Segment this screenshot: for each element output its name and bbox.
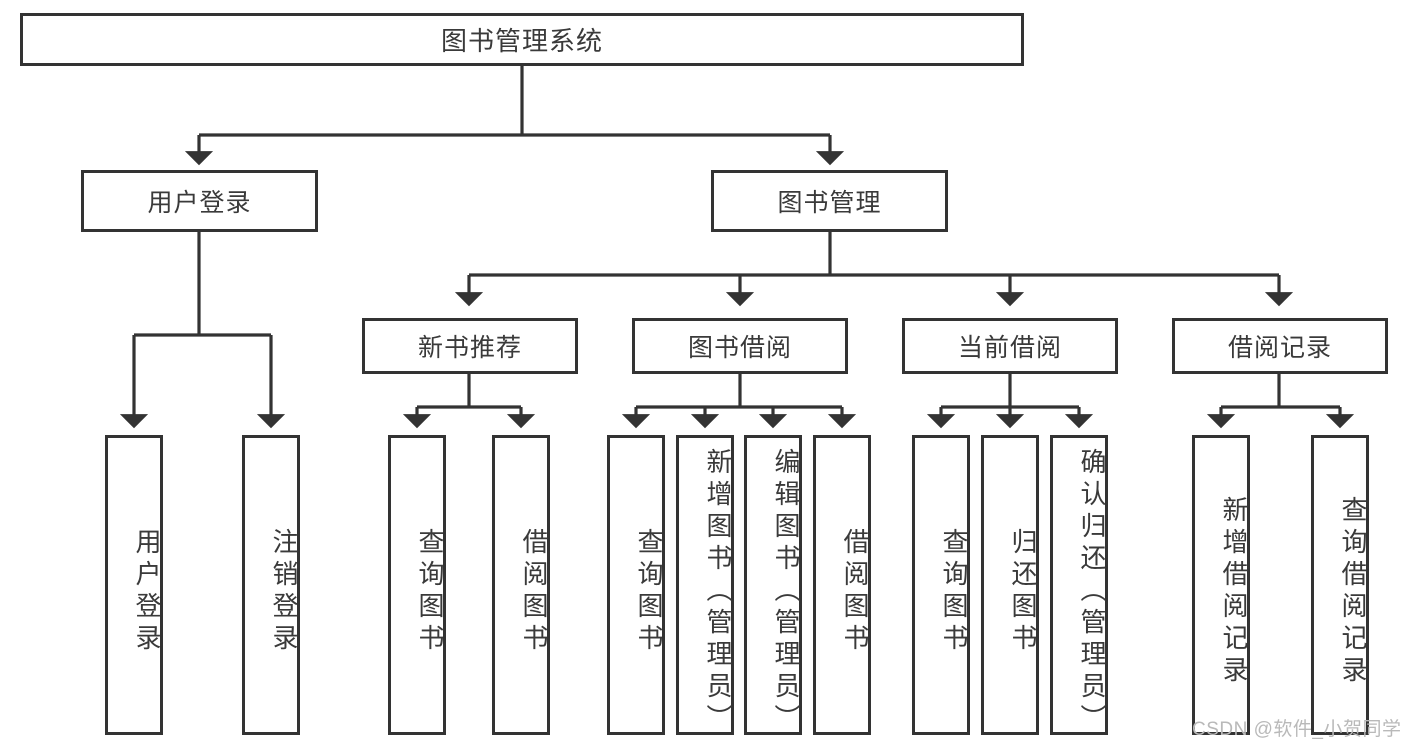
leaf-confirm-return[interactable]: 确认归还（管理员） (1050, 435, 1108, 736)
leaf-return-book[interactable]: 归还图书 (981, 435, 1039, 735)
leaf-add-book[interactable]: 新增图书（管理员） (676, 435, 734, 736)
node-book-management[interactable]: 图书管理 (711, 170, 948, 232)
leaf-logout[interactable]: 注销登录 (242, 435, 300, 735)
node-current-borrow[interactable]: 当前借阅 (902, 318, 1118, 374)
leaf-borrow-book-recommend[interactable]: 借阅图书 (492, 435, 550, 735)
node-new-book-recommend[interactable]: 新书推荐 (362, 318, 578, 374)
leaf-query-book-current[interactable]: 查询图书 (912, 435, 970, 735)
node-book-borrow[interactable]: 图书借阅 (632, 318, 848, 374)
leaf-borrow-book[interactable]: 借阅图书 (813, 435, 871, 735)
watermark: CSDN @软件_小贺同学 (1192, 719, 1402, 740)
leaf-user-login[interactable]: 用户登录 (105, 435, 163, 735)
node-borrow-record[interactable]: 借阅记录 (1172, 318, 1388, 374)
leaf-query-book-recommend[interactable]: 查询图书 (388, 435, 446, 735)
leaf-query-book-borrow[interactable]: 查询图书 (607, 435, 665, 735)
leaf-edit-book[interactable]: 编辑图书（管理员） (744, 435, 802, 736)
leaf-query-borrow-record[interactable]: 查询借阅记录 (1311, 435, 1369, 735)
node-root-system[interactable]: 图书管理系统 (20, 13, 1024, 66)
node-user-login[interactable]: 用户登录 (81, 170, 318, 232)
leaf-add-borrow-record[interactable]: 新增借阅记录 (1192, 435, 1250, 735)
